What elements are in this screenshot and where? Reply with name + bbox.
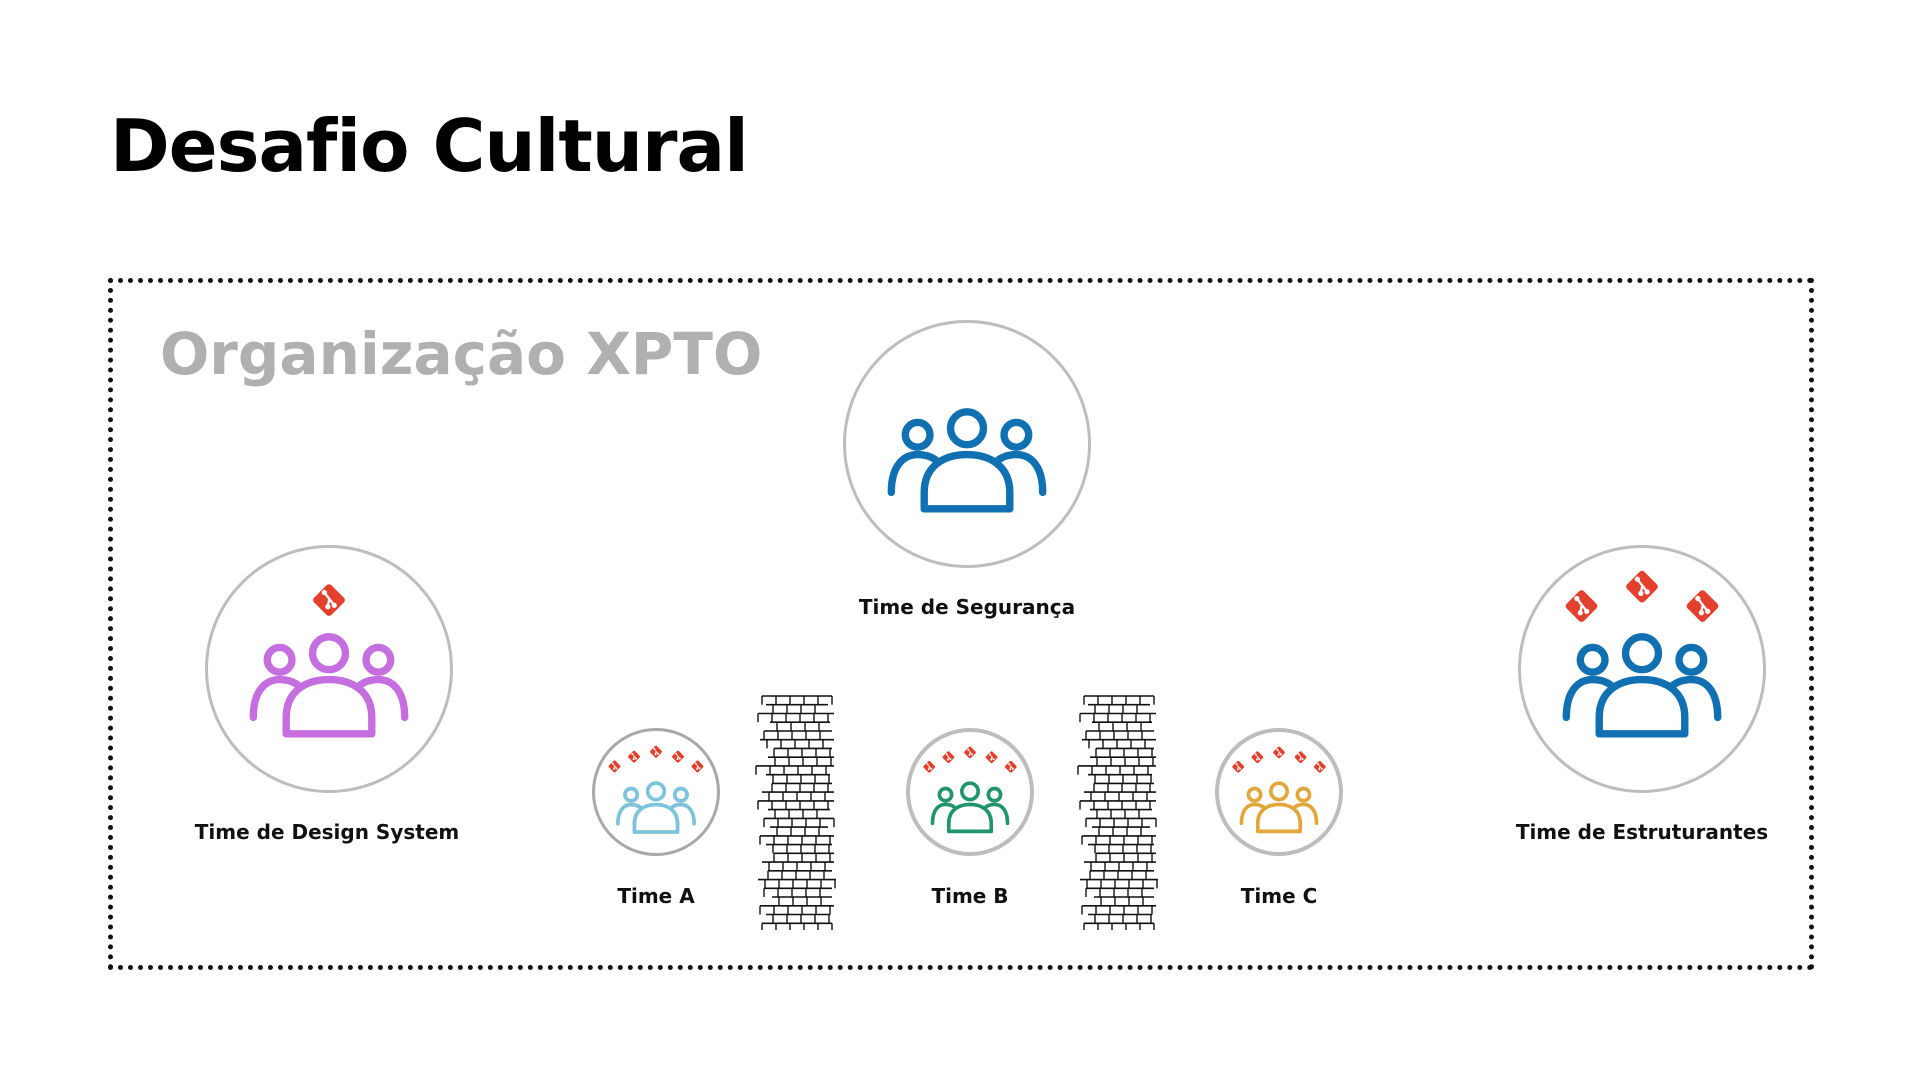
git-icon [650,745,662,758]
team-c-label: Time C [1240,884,1318,908]
people-group-icon [1562,633,1722,738]
team-c-node [1215,728,1343,856]
git-icon [1232,760,1245,773]
brick-wall-icon [1077,695,1158,930]
team-b-label: Time B [931,884,1009,908]
git-icon [923,760,936,773]
team-b-node [906,728,1034,856]
git-icon [671,750,684,763]
team-design-system-label: Time de Design System [194,820,460,844]
people-group-icon [615,781,697,834]
git-icon [1565,590,1598,622]
git-icon [691,760,704,773]
team-design-system-node [205,545,453,793]
brick-wall-icon [755,695,836,930]
people-group-icon [930,781,1010,834]
slide-title: Desafio Cultural [110,104,749,188]
team-security-node [843,320,1091,568]
team-a-node [592,728,720,856]
git-icon [1251,751,1264,764]
git-icon [628,750,641,763]
people-group-icon [1239,781,1319,834]
git-icon [985,751,998,764]
organization-frame [108,278,1814,970]
git-icon [942,751,955,764]
people-group-icon [887,408,1047,513]
team-a-label: Time A [617,884,695,908]
git-icon [1313,760,1326,773]
git-icon [1294,751,1307,764]
git-icon [1686,590,1719,622]
git-icon [1626,570,1658,603]
git-icon [608,760,621,773]
git-icon [964,746,976,759]
team-structural-label: Time de Estruturantes [1515,820,1769,844]
git-icon [1273,746,1285,759]
organization-title: Organização XPTO [160,320,763,388]
git-icon [1004,760,1017,773]
git-icon [313,584,345,616]
team-security-label: Time de Segurança [858,595,1076,619]
team-structural-node [1518,545,1766,793]
people-group-icon [249,633,409,738]
